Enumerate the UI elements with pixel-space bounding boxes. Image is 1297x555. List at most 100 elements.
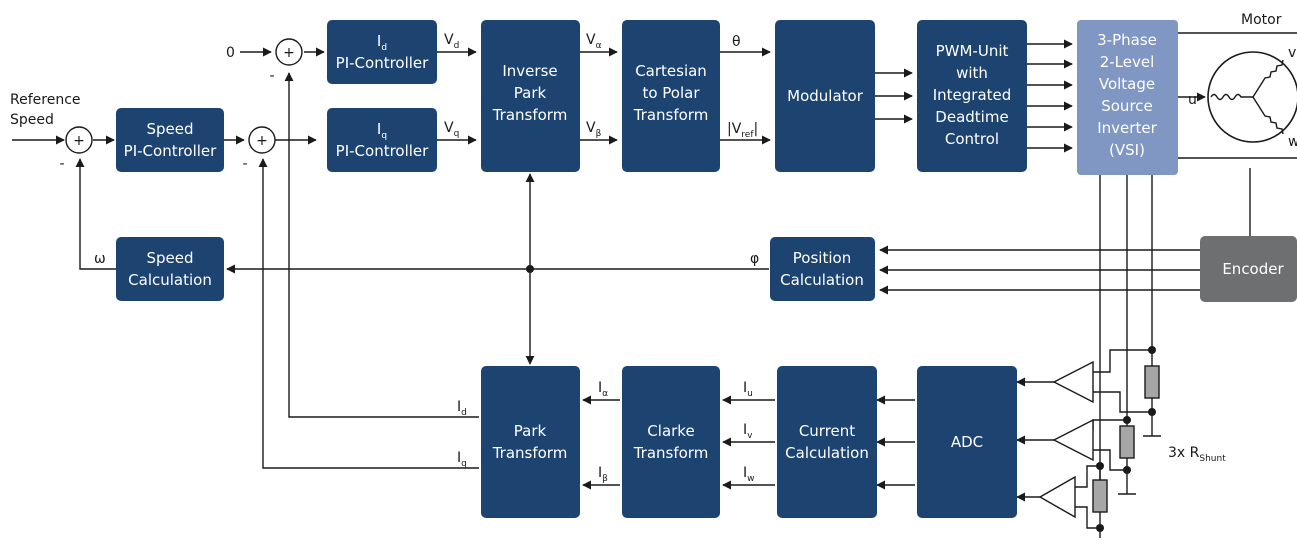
omega-feedback-wire (75, 158, 116, 270)
sense-amplifier-1 (1052, 360, 1094, 404)
node-dot (1096, 462, 1104, 470)
svg-text:(VSI): (VSI) (1109, 141, 1145, 159)
svg-text:+: + (283, 45, 295, 61)
svg-text:Deadtime: Deadtime (935, 108, 1008, 126)
node-dot (1148, 346, 1156, 354)
speed-calculation-block: Speed Calculation (116, 237, 224, 301)
cartesian-to-polar-block: Cartesian to Polar Transform (622, 20, 720, 172)
theta-label: θ (732, 34, 741, 50)
node-dot (1148, 408, 1156, 416)
svg-text:+: + (256, 133, 268, 149)
id-feedback-wire (284, 72, 479, 418)
iv-label: Iv (743, 422, 753, 441)
amp2-sense-b (1093, 449, 1127, 471)
svg-text:-: - (269, 68, 274, 84)
svg-text:Speed: Speed (146, 249, 193, 267)
amp3-sense-b (1075, 506, 1100, 529)
id-pi-controller-block: Id PI-Controller (327, 20, 437, 84)
svg-text:PWM-Unit: PWM-Unit (936, 42, 1009, 60)
svg-text:Source: Source (1101, 97, 1153, 115)
svg-text:to Polar: to Polar (642, 84, 700, 102)
vd-label: Vd (444, 32, 459, 51)
amp1-sense-b (1093, 391, 1152, 413)
motor-u-label: u (1188, 92, 1197, 108)
svg-text:-: - (59, 156, 64, 172)
winding-w (1252, 96, 1284, 135)
speed-label: Speed (10, 112, 54, 128)
svg-text:Cartesian: Cartesian (635, 62, 707, 80)
iu-label: Iu (743, 380, 753, 399)
svg-text:Control: Control (945, 130, 999, 148)
phi-label: φ (750, 251, 759, 267)
sum-junction-3: + - (242, 126, 276, 172)
svg-text:Encoder: Encoder (1222, 260, 1284, 278)
modulator-block: Modulator (775, 20, 875, 172)
inverse-park-transform-block: Inverse Park Transform (481, 20, 580, 172)
svg-text:ADC: ADC (951, 433, 983, 451)
svg-text:Modulator: Modulator (787, 87, 864, 105)
shunt-label: 3x RShunt (1168, 445, 1226, 464)
pwm-unit-block: PWM-Unit with Integrated Deadtime Contro… (917, 20, 1027, 172)
svg-text:Integrated: Integrated (933, 86, 1012, 104)
shunt-resistors (1092, 365, 1160, 513)
node-dot (1123, 466, 1131, 474)
wires (12, 32, 1297, 538)
zero-label: 0 (226, 45, 235, 61)
iq-feedback-wire (258, 158, 479, 469)
vsi-inverter-block: 3-Phase 2-Level Voltage Source Inverter … (1077, 20, 1178, 175)
svg-text:with: with (956, 64, 988, 82)
current-calculation-block: Current Calculation (777, 366, 877, 518)
svg-text:Calculation: Calculation (780, 271, 864, 289)
svg-text:Inverse: Inverse (502, 62, 557, 80)
svg-text:PI-Controller: PI-Controller (336, 54, 429, 72)
svg-text:Transform: Transform (633, 444, 709, 462)
svg-text:+: + (73, 133, 85, 149)
winding-v (1252, 59, 1284, 98)
omega-label: ω (94, 251, 106, 267)
park-transform-block: Park Transform (481, 366, 580, 518)
signal-labels: Reference Speed 0 ω φ Vd Vq Vα Vβ θ |Vre… (10, 32, 1226, 484)
reference-label: Reference (10, 92, 81, 108)
svg-text:3-Phase: 3-Phase (1097, 31, 1157, 49)
svg-text:Calculation: Calculation (785, 444, 869, 462)
adc-block: ADC (917, 366, 1017, 518)
sense-amplifiers (1038, 360, 1094, 519)
motor-v-label: v (1288, 45, 1296, 61)
encoder-block: Encoder (1200, 236, 1297, 302)
svg-text:Position: Position (793, 249, 851, 267)
svg-text:Speed: Speed (146, 120, 193, 138)
svg-text:Voltage: Voltage (1099, 75, 1155, 93)
svg-text:Park: Park (514, 422, 547, 440)
node-dot (1096, 524, 1104, 532)
node-dot (1123, 416, 1131, 424)
svg-text:Park: Park (514, 84, 547, 102)
svg-text:Current: Current (799, 422, 855, 440)
amp1-sense-a (1093, 349, 1152, 373)
shunt-resistor-3 (1092, 479, 1108, 513)
motor-symbol: Motor u v w (1188, 12, 1297, 150)
svg-text:Inverter: Inverter (1097, 119, 1157, 137)
svg-text:Transform: Transform (633, 106, 709, 124)
amp3-sense-a (1075, 465, 1100, 488)
svg-text:Transform: Transform (492, 444, 568, 462)
sum-junction-2: + - (269, 38, 303, 84)
valpha-label: Vα (586, 32, 602, 51)
speed-pi-controller-block: Speed PI-Controller (116, 108, 224, 172)
id-label: Id (457, 399, 467, 418)
svg-text:2-Level: 2-Level (1100, 53, 1155, 71)
svg-text:Iq: Iq (377, 120, 387, 141)
ibeta-label: Iβ (598, 465, 608, 484)
sum-junction-1: + - (59, 126, 93, 172)
svg-text:Clarke: Clarke (647, 422, 694, 440)
position-calculation-block: Position Calculation (770, 237, 875, 301)
iq-label: Iq (457, 450, 467, 469)
sense-amplifier-2 (1052, 418, 1094, 462)
vref-label: |Vref| (727, 121, 758, 140)
iw-label: Iw (743, 465, 755, 484)
svg-text:PI-Controller: PI-Controller (336, 142, 429, 160)
sense-amplifier-3 (1038, 475, 1076, 519)
vq-label: Vq (444, 120, 459, 139)
clarke-transform-block: Clarke Transform (622, 366, 720, 518)
